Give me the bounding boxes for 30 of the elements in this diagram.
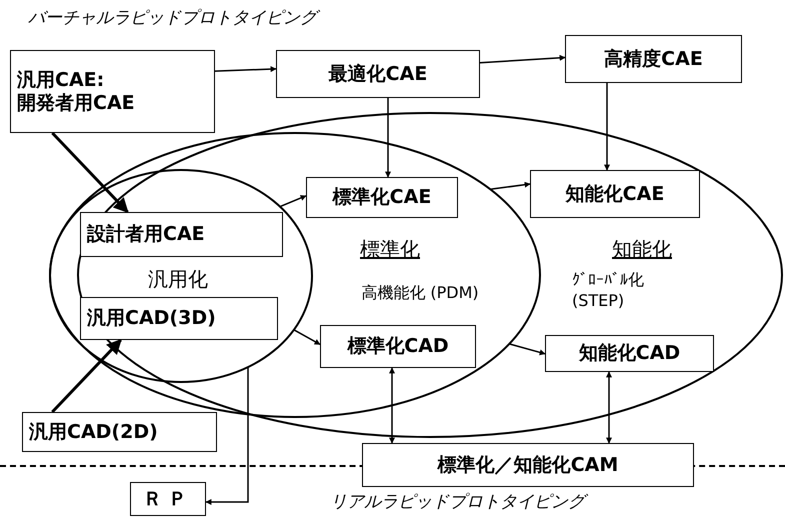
group-title: 標準化 xyxy=(360,236,420,263)
process-box: 汎用CAD(3D) xyxy=(80,297,278,340)
group-title: 知能化 xyxy=(612,236,672,263)
group-subtitle: 高機能化 (PDM) xyxy=(361,283,479,304)
group-title: 汎用化 xyxy=(148,266,208,293)
arrow xyxy=(490,182,531,190)
arrow xyxy=(604,83,610,171)
arrow xyxy=(280,195,307,208)
group-subtitle: ｸﾞﾛｰﾊﾞﾙ化 (STEP) xyxy=(572,270,645,310)
process-box: 設計者用CAE xyxy=(80,212,283,257)
arrow xyxy=(606,371,612,444)
process-box: 最適化CAE xyxy=(276,50,480,98)
arrow xyxy=(294,329,321,346)
arrow xyxy=(480,54,566,64)
arrow xyxy=(51,338,122,414)
process-box: 高精度CAE xyxy=(565,35,742,83)
arrow xyxy=(509,343,546,356)
process-box: 標準化CAD xyxy=(320,325,476,368)
process-box: 汎用CAD(2D) xyxy=(22,412,217,452)
arrow xyxy=(205,367,249,505)
process-box: 知能化CAE xyxy=(530,170,700,218)
arrow xyxy=(51,132,129,214)
arrow xyxy=(385,98,391,178)
arrow xyxy=(389,367,395,444)
process-box: ＲＰ xyxy=(130,482,206,516)
process-box: 汎用CAE: 開発者用CAE xyxy=(10,50,215,133)
arrow xyxy=(214,66,277,72)
process-box: 標準化CAE xyxy=(306,177,458,218)
process-box: 知能化CAD xyxy=(545,335,714,372)
process-box: 標準化／知能化CAM xyxy=(362,443,694,487)
